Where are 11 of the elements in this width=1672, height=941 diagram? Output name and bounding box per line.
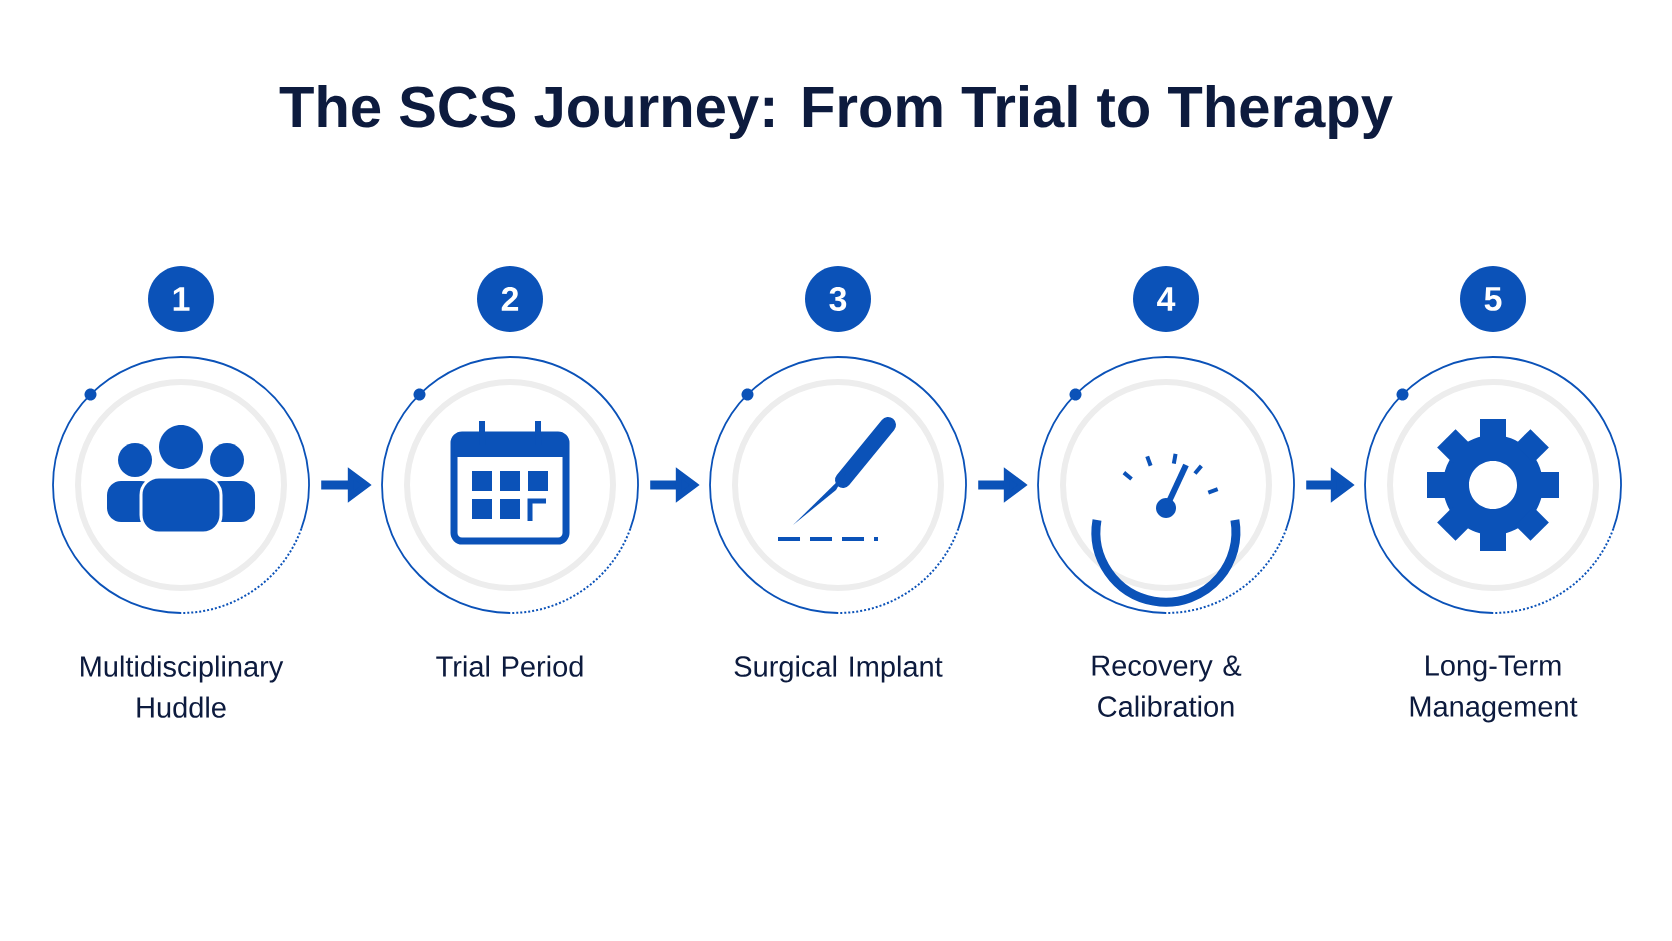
step-label: Surgical Implant bbox=[734, 655, 943, 683]
number-badge: 1 bbox=[148, 266, 214, 332]
number-badge: 5 bbox=[1460, 266, 1526, 332]
number-badge: 4 bbox=[1133, 266, 1199, 332]
step-label: Recovery & Calibration bbox=[1092, 655, 1242, 717]
number-badge: 2 bbox=[477, 266, 543, 332]
number-badge: 3 bbox=[805, 266, 871, 332]
step-label: Trial Period bbox=[436, 655, 583, 677]
title: The SCS Journey: From Trial to Therapy bbox=[279, 84, 1393, 139]
step-label: Long-Term Management bbox=[1410, 655, 1578, 723]
step-label: Multidisciplinary Huddle bbox=[81, 655, 284, 718]
